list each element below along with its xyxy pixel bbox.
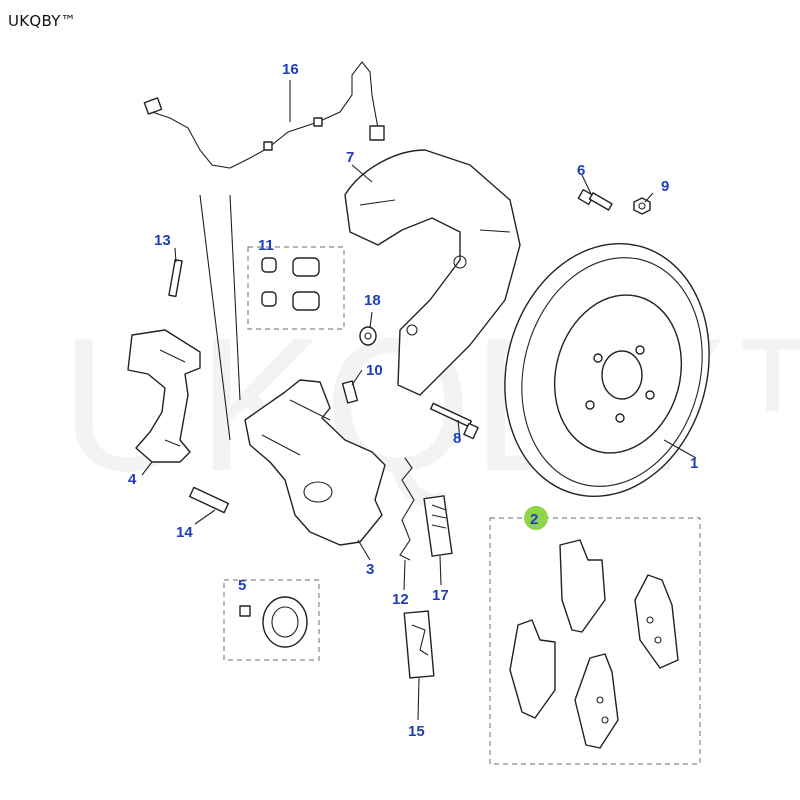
- callout-11: 11: [258, 237, 274, 254]
- disc-bolt[interactable]: [577, 188, 613, 211]
- speed-sensor-cable[interactable]: [143, 61, 385, 169]
- callout-17: 17: [432, 587, 449, 604]
- callout-14: 14: [176, 524, 193, 541]
- callout-4: 4: [128, 471, 137, 488]
- brake-pad-kit-box: [489, 517, 701, 765]
- callout-9: 9: [661, 178, 669, 195]
- callout-12: 12: [392, 591, 409, 608]
- brake-dust-shield[interactable]: [344, 149, 521, 396]
- bleed-screw[interactable]: [168, 259, 183, 298]
- pad-shim[interactable]: [403, 610, 435, 679]
- caliper-guide-pin[interactable]: [188, 486, 230, 514]
- callout-15: 15: [408, 723, 425, 740]
- caliper-carrier[interactable]: [127, 329, 201, 463]
- piston-seal[interactable]: [239, 596, 308, 648]
- callout-3: 3: [366, 561, 374, 578]
- callout-2: 2: [530, 511, 538, 528]
- callout-1: 1: [690, 455, 698, 472]
- callout-2-badge: 2: [524, 506, 548, 530]
- caliper-bleeder[interactable]: [341, 380, 359, 404]
- callout-10: 10: [366, 362, 383, 379]
- callout-7: 7: [346, 149, 354, 166]
- callout-18: 18: [364, 292, 381, 309]
- brand-watermark-text: UKQBY™: [8, 12, 77, 30]
- callout-8: 8: [453, 430, 461, 447]
- callout-16: 16: [282, 61, 299, 78]
- bleeder-dust-cap[interactable]: [359, 326, 377, 346]
- brake-caliper[interactable]: [244, 379, 386, 546]
- brake-pads[interactable]: [509, 539, 679, 749]
- disc-nut[interactable]: [633, 197, 651, 215]
- guide-pin-bushings[interactable]: [261, 257, 320, 311]
- callout-6: 6: [577, 162, 585, 179]
- callout-13: 13: [154, 232, 171, 249]
- seal-kit-box: [223, 579, 320, 661]
- anti-rattle-spring[interactable]: [399, 457, 415, 561]
- guide-bolt[interactable]: [429, 402, 479, 440]
- callout-5: 5: [238, 577, 246, 594]
- brake-disc[interactable]: [477, 220, 736, 519]
- guide-pin-kit-box: [247, 246, 345, 330]
- leader-lines: [141, 164, 697, 721]
- pad-wear-indicator[interactable]: [423, 495, 453, 557]
